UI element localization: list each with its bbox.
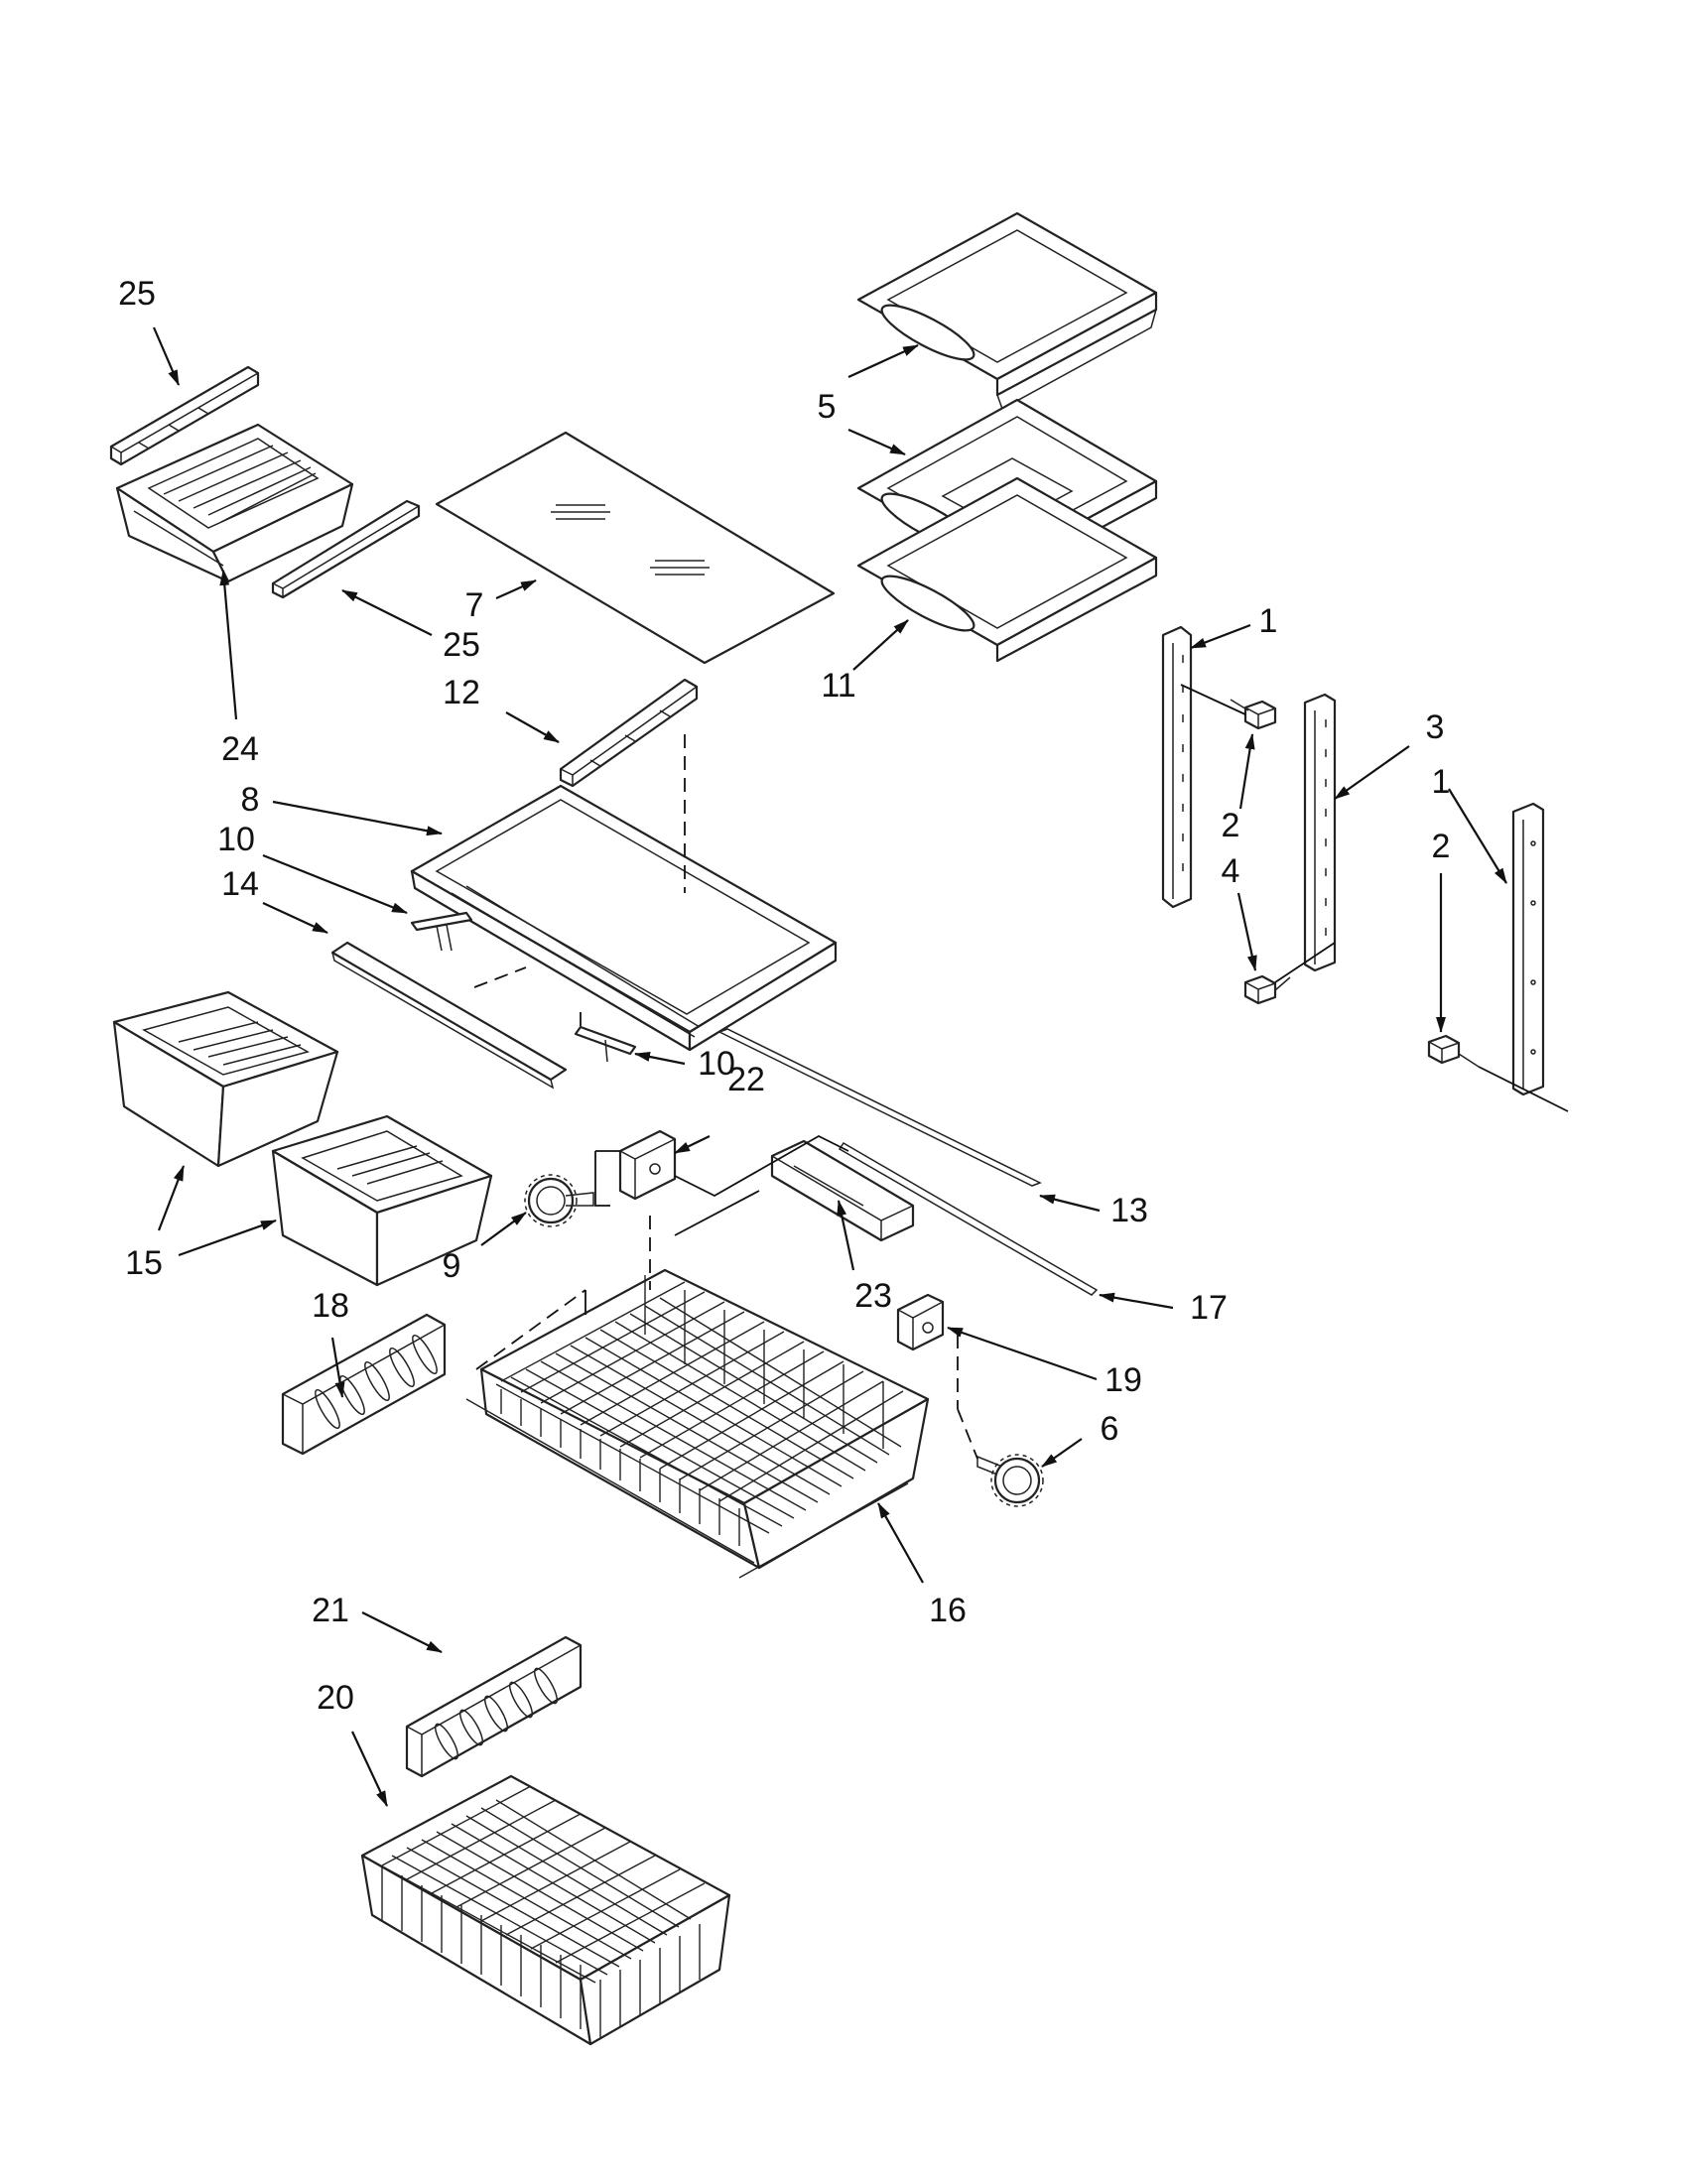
callout-9: 9: [443, 1247, 461, 1285]
part-1-standard-left: [1161, 625, 1193, 909]
leader-lines: [152, 326, 1507, 1807]
callout-25-lower: 25: [443, 626, 480, 664]
part-2-screw-upper: [1230, 699, 1277, 730]
callout-8: 8: [241, 781, 260, 819]
part-2-screw-lower: [1427, 1034, 1480, 1068]
callout-labels: 25 25 24 7 12 8 10 14 10 5 11 1 2 4 3 1 …: [118, 275, 1450, 1717]
part-10-clip-lower: [574, 1025, 637, 1063]
callout-1-right: 1: [1432, 763, 1451, 801]
callout-5: 5: [818, 388, 837, 426]
callout-4: 4: [1222, 852, 1240, 890]
callout-3: 3: [1426, 708, 1445, 746]
part-14-trim-bar: [330, 941, 568, 1090]
part-25-rail-top: [109, 365, 260, 466]
part-11-shelf-lower: [856, 476, 1158, 663]
part-4-screw: [1243, 974, 1291, 1005]
part-15-crisper-left: [112, 990, 339, 1168]
callout-14: 14: [221, 865, 259, 903]
callout-2-upper: 2: [1222, 807, 1240, 844]
callout-18: 18: [312, 1287, 349, 1325]
part-6-gear: [976, 1454, 1044, 1507]
part-16-wire-basket: [465, 1268, 930, 1579]
part-12-trim: [559, 678, 699, 788]
callout-21: 21: [312, 1592, 349, 1629]
part-21-divider: [405, 1635, 583, 1778]
callout-19: 19: [1104, 1361, 1142, 1399]
callout-16: 16: [929, 1592, 967, 1629]
callout-10-upper: 10: [217, 821, 255, 858]
callout-10-lower: 10: [698, 1045, 735, 1083]
callout-25-top: 25: [118, 275, 156, 313]
callout-6: 6: [1101, 1410, 1119, 1448]
callout-17: 17: [1190, 1289, 1228, 1327]
part-19-bracket: [896, 1293, 945, 1351]
part-23-slide: [770, 1139, 915, 1242]
guide-lines: [473, 684, 1569, 1460]
callout-20: 20: [317, 1679, 354, 1717]
part-25-rail-lower: [271, 499, 421, 599]
part-18-divider: [281, 1313, 447, 1456]
callout-1-left: 1: [1259, 602, 1278, 640]
part-22-bracket: [618, 1129, 677, 1201]
callout-15: 15: [125, 1244, 163, 1282]
part-5-shelf-top: [856, 211, 1158, 411]
part-20-wire-basket: [360, 1774, 731, 2046]
part-13-rod: [717, 1028, 1042, 1187]
callout-12: 12: [443, 674, 480, 711]
part-15-crisper-right: [271, 1114, 493, 1287]
part-10-clip-upper: [410, 911, 473, 952]
part-1-standard-right: [1511, 802, 1545, 1096]
callout-24: 24: [221, 730, 259, 768]
callout-11: 11: [821, 667, 855, 705]
callout-22: 22: [727, 1061, 765, 1098]
part-9-gear: [524, 1174, 594, 1227]
callout-23: 23: [854, 1277, 892, 1315]
callout-13: 13: [1110, 1192, 1148, 1229]
part-7-glass-shelf: [435, 431, 836, 665]
callout-2-lower: 2: [1432, 828, 1451, 865]
part-24-deli-drawer: [115, 423, 354, 583]
callout-7: 7: [465, 586, 484, 624]
part-8-shelf-frame: [410, 784, 838, 1052]
part-3-standard-middle: [1303, 693, 1337, 972]
